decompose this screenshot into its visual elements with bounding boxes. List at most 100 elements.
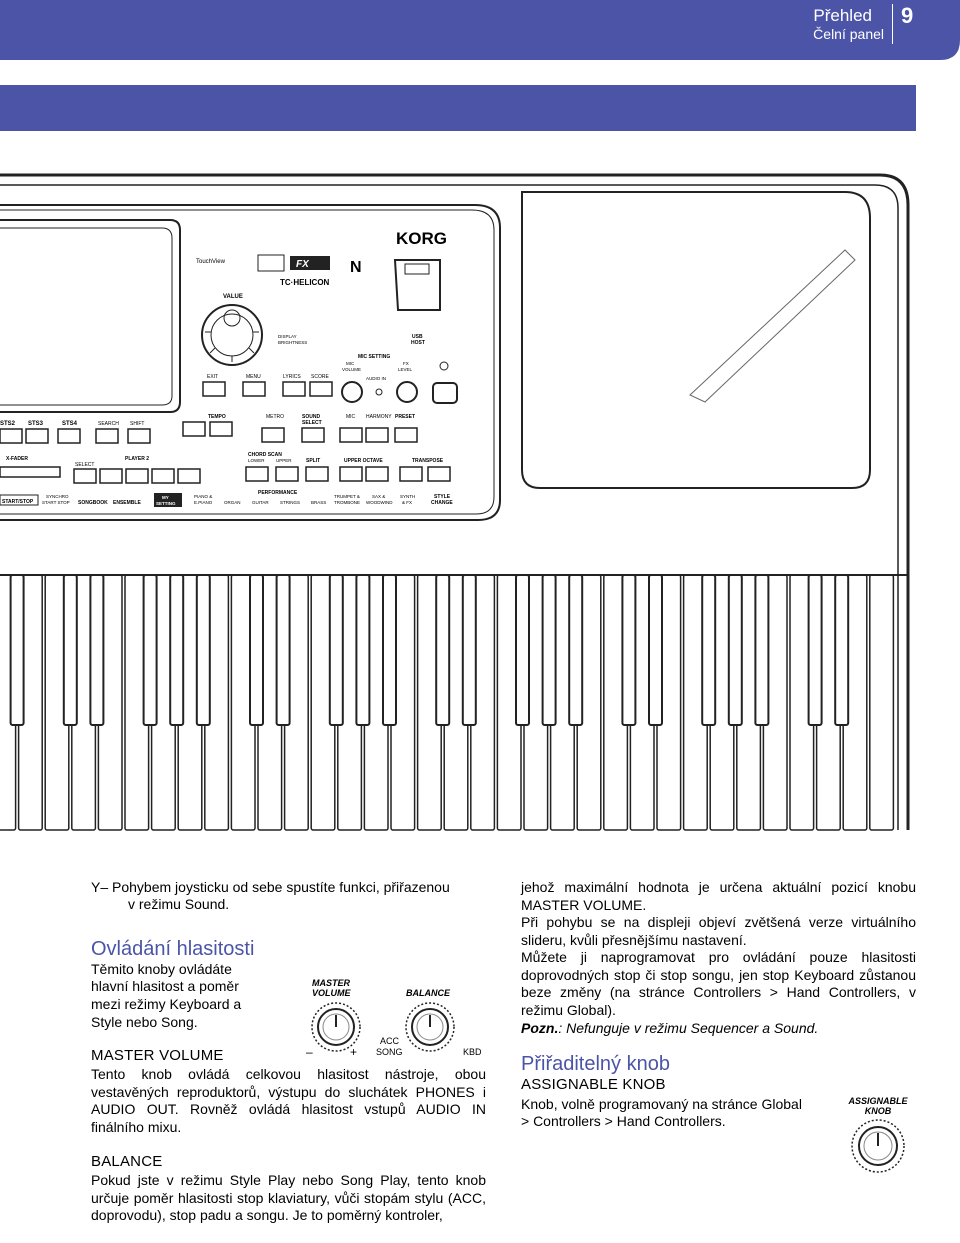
svg-text:SELECT: SELECT [75, 462, 94, 468]
svg-text:PRESET: PRESET [395, 414, 415, 420]
right-paragraph-2: Při pohybu se na displeji objeví zvětšen… [521, 914, 916, 948]
black-key [9, 574, 25, 726]
svg-text:DISPLAY: DISPLAY [278, 334, 297, 339]
black-key [142, 574, 158, 726]
svg-text:MASTER: MASTER [312, 978, 351, 988]
svg-text:SPLIT: SPLIT [306, 458, 320, 464]
svg-text:E.PIANO: E.PIANO [194, 500, 213, 505]
keyboard-keys [0, 574, 895, 831]
black-key [461, 574, 477, 726]
svg-text:BRASS: BRASS [311, 500, 326, 505]
svg-text:LYRICS: LYRICS [283, 374, 301, 380]
black-key [328, 574, 344, 726]
black-key [249, 574, 264, 726]
svg-text:–: – [306, 1045, 313, 1059]
svg-text:STS4: STS4 [62, 421, 78, 427]
right-paragraph-3: Můžete ji naprogramovat pro ovládání pou… [521, 949, 916, 1018]
svg-text:STYLE: STYLE [434, 494, 451, 500]
black-key [89, 574, 105, 726]
touchview-logo: TouchView [196, 259, 226, 265]
svg-text:EXIT: EXIT [207, 374, 218, 380]
svg-text:+: + [350, 1045, 357, 1059]
front-panel-illustration: KORG TouchView FX N TC·HELICON USB HOST … [0, 173, 910, 831]
svg-text:ENSEMBLE: ENSEMBLE [113, 500, 141, 506]
svg-text:STS2: STS2 [0, 421, 16, 427]
master-volume-title: MASTER VOLUME [91, 1047, 224, 1064]
svg-text:CHANGE: CHANGE [431, 500, 453, 506]
black-key [807, 574, 823, 726]
svg-text:SOUND: SOUND [302, 414, 320, 420]
svg-text:MIC SETTING: MIC SETTING [358, 354, 390, 360]
assignable-line-1: Knob, volně programovaný na stránce Glob… [521, 1096, 802, 1112]
svg-text:LOWER: LOWER [248, 458, 265, 463]
korg-logo: KORG [396, 229, 447, 248]
svg-text:SEARCH: SEARCH [98, 421, 119, 427]
svg-text:SONG: SONG [376, 1047, 403, 1057]
master-volume-text: Tento knob ovládá celkovou hlasitost nás… [91, 1066, 486, 1135]
header-band [0, 85, 916, 131]
black-key [727, 574, 743, 726]
svg-text:STRINGS: STRINGS [280, 500, 300, 505]
svg-text:ASSIGNABLE: ASSIGNABLE [847, 1096, 908, 1106]
svg-text:TEMPO: TEMPO [208, 414, 226, 420]
section-heading-volume: Ovládání hlasitosti [91, 938, 255, 960]
svg-text:USB: USB [412, 334, 423, 340]
note-label: Pozn. [521, 1020, 559, 1036]
black-key [62, 574, 78, 726]
black-key [754, 574, 770, 726]
right-paragraph-1: jehož maximální hodnota je určena aktuál… [521, 879, 916, 913]
assignable-line-2: > Controllers > Hand Controllers. [521, 1113, 726, 1129]
svg-text:BRIGHTNESS: BRIGHTNESS [278, 340, 307, 345]
black-key [834, 574, 850, 726]
svg-text:AUDIO IN: AUDIO IN [366, 376, 386, 381]
svg-text:BALANCE: BALANCE [406, 988, 451, 998]
svg-text:SYNCHRO: SYNCHRO [46, 494, 69, 499]
svg-text:TRANSPOSE: TRANSPOSE [412, 458, 444, 464]
svg-text:START/STOP: START/STOP [2, 499, 34, 505]
svg-text:SCORE: SCORE [311, 374, 329, 380]
y-line-2: v režimu Sound. [128, 896, 230, 912]
intro-line-3: mezi režimy Keyboard a [91, 996, 242, 1012]
svg-text:X-FADER: X-FADER [6, 456, 28, 462]
svg-text:UPPER: UPPER [276, 458, 292, 463]
balance-title: BALANCE [91, 1153, 163, 1170]
svg-text:TROMBONE: TROMBONE [334, 500, 360, 505]
svg-text:SELECT: SELECT [302, 420, 322, 426]
svg-text:KBD: KBD [463, 1047, 482, 1057]
black-key [275, 574, 291, 726]
balance-text: Pokud jste v režimu Style Play nebo Song… [91, 1172, 486, 1223]
black-key [701, 574, 717, 726]
black-key [515, 574, 530, 726]
black-key [169, 574, 185, 726]
svg-text:CHORD SCAN: CHORD SCAN [248, 452, 282, 458]
svg-text:ORGAN: ORGAN [224, 500, 241, 505]
svg-text:& FX: & FX [402, 500, 412, 505]
header-tab [0, 0, 960, 60]
svg-text:GUITAR: GUITAR [252, 500, 269, 505]
svg-text:HARMONY: HARMONY [366, 414, 392, 420]
svg-text:SETTING: SETTING [156, 501, 176, 506]
svg-text:MY: MY [162, 495, 169, 500]
black-key [621, 574, 637, 726]
white-key [869, 574, 895, 831]
note: Pozn.: Nefunguje v režimu Sequencer a So… [521, 1020, 818, 1038]
black-key [541, 574, 557, 726]
svg-text:HOST: HOST [411, 340, 425, 346]
black-key [382, 574, 397, 726]
header-separator [892, 4, 893, 44]
svg-text:START STOP: START STOP [42, 500, 70, 505]
svg-text:ACC: ACC [380, 1036, 400, 1046]
note-text: : Nefunguje v režimu Sequencer a Sound. [558, 1020, 819, 1036]
svg-text:MIC: MIC [346, 414, 356, 420]
svg-text:SONGBOOK: SONGBOOK [78, 500, 108, 506]
black-key [355, 574, 371, 726]
svg-text:KNOB: KNOB [865, 1106, 892, 1116]
intro-line-4: Style nebo Song. [91, 1014, 198, 1030]
tc-helicon-logo: TC·HELICON [280, 278, 330, 287]
page-number: 9 [901, 3, 914, 28]
chapter-subtitle: Čelní panel [813, 26, 884, 42]
y-line-1: Y– Pohybem joysticku od sebe spustíte fu… [91, 879, 450, 895]
section-heading-assignable: Přiřaditelný knob [521, 1053, 670, 1075]
svg-text:UPPER OCTAVE: UPPER OCTAVE [344, 458, 383, 464]
black-key [568, 574, 584, 726]
